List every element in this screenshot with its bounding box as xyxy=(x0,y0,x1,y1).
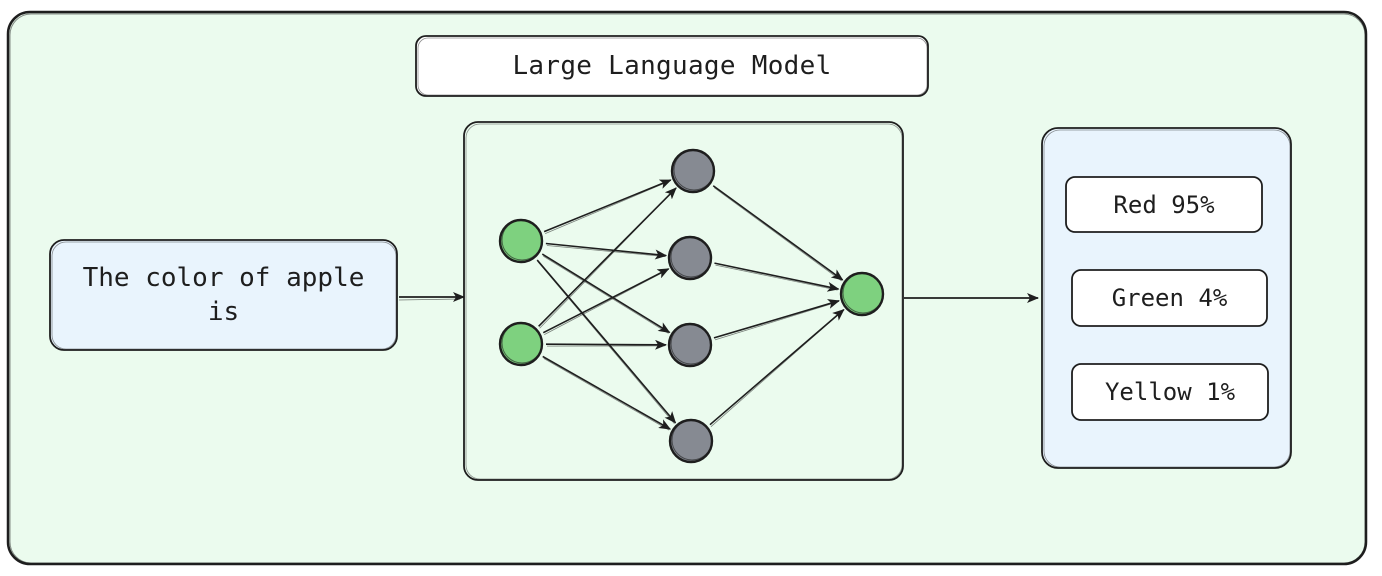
input-node-1 xyxy=(498,218,544,264)
edge-input1-hidden1 xyxy=(543,179,672,233)
edge-hidden2-output1-sketch xyxy=(715,264,838,291)
edge-input1-hidden1-sketch xyxy=(545,180,670,234)
edge-input2-hidden3 xyxy=(545,339,668,350)
hidden-node-4 xyxy=(668,418,714,464)
edge-hidden1-output1-sketch xyxy=(713,187,842,282)
title-box xyxy=(415,35,929,97)
edge-input1-hidden3-sketch xyxy=(543,255,669,334)
hidden-node-1 xyxy=(670,148,716,194)
edge-input1-hidden2 xyxy=(545,242,668,260)
edge-input2-hidden1-sketch xyxy=(539,188,676,329)
hidden-node-1-sketch xyxy=(673,149,715,191)
network-nodes xyxy=(498,148,885,464)
output-box-2 xyxy=(1071,269,1268,327)
edge-hidden3-output1 xyxy=(713,299,840,339)
edge-input1-hidden3 xyxy=(541,253,671,334)
output-box-1 xyxy=(1065,176,1263,233)
input-box xyxy=(49,239,398,351)
network-edges xyxy=(536,179,845,431)
input-node-2-sketch xyxy=(501,322,543,364)
hidden-node-2-sketch xyxy=(670,236,712,278)
edge-hidden2-output1 xyxy=(714,262,840,292)
hidden-node-4-sketch xyxy=(671,419,713,461)
output-node-1-sketch xyxy=(842,272,884,314)
edge-hidden3-output1-sketch xyxy=(714,301,839,341)
edge-input2-hidden2-sketch xyxy=(544,269,668,336)
output-label-green: Green 4% xyxy=(1111,284,1228,312)
hidden-node-3-sketch xyxy=(670,323,712,365)
edge-input2-hidden4 xyxy=(542,355,672,430)
edge-input1-hidden4-sketch xyxy=(537,261,675,424)
edge-input2-hidden2 xyxy=(542,268,670,334)
output-node-1 xyxy=(839,271,885,317)
edge-input2-hidden4-sketch xyxy=(543,358,670,431)
input-prompt-text: The color of apple is xyxy=(82,263,365,327)
hidden-node-3 xyxy=(667,322,713,368)
input-node-1-sketch xyxy=(501,219,543,261)
output-label-red: Red 95% xyxy=(1113,190,1215,219)
edge-input1-hidden2-sketch xyxy=(546,245,666,257)
edge-hidden1-output1 xyxy=(712,185,844,281)
model-title: Large Language Model xyxy=(512,51,832,81)
edge-input1-hidden4 xyxy=(536,259,677,424)
edge-hidden4-output1 xyxy=(709,308,845,426)
hidden-node-2 xyxy=(667,235,713,281)
output-box-3 xyxy=(1071,363,1269,421)
output-label-yellow: Yellow 1% xyxy=(1104,378,1236,406)
edge-hidden4-output1-sketch xyxy=(710,310,844,428)
input-node-2 xyxy=(498,321,544,367)
